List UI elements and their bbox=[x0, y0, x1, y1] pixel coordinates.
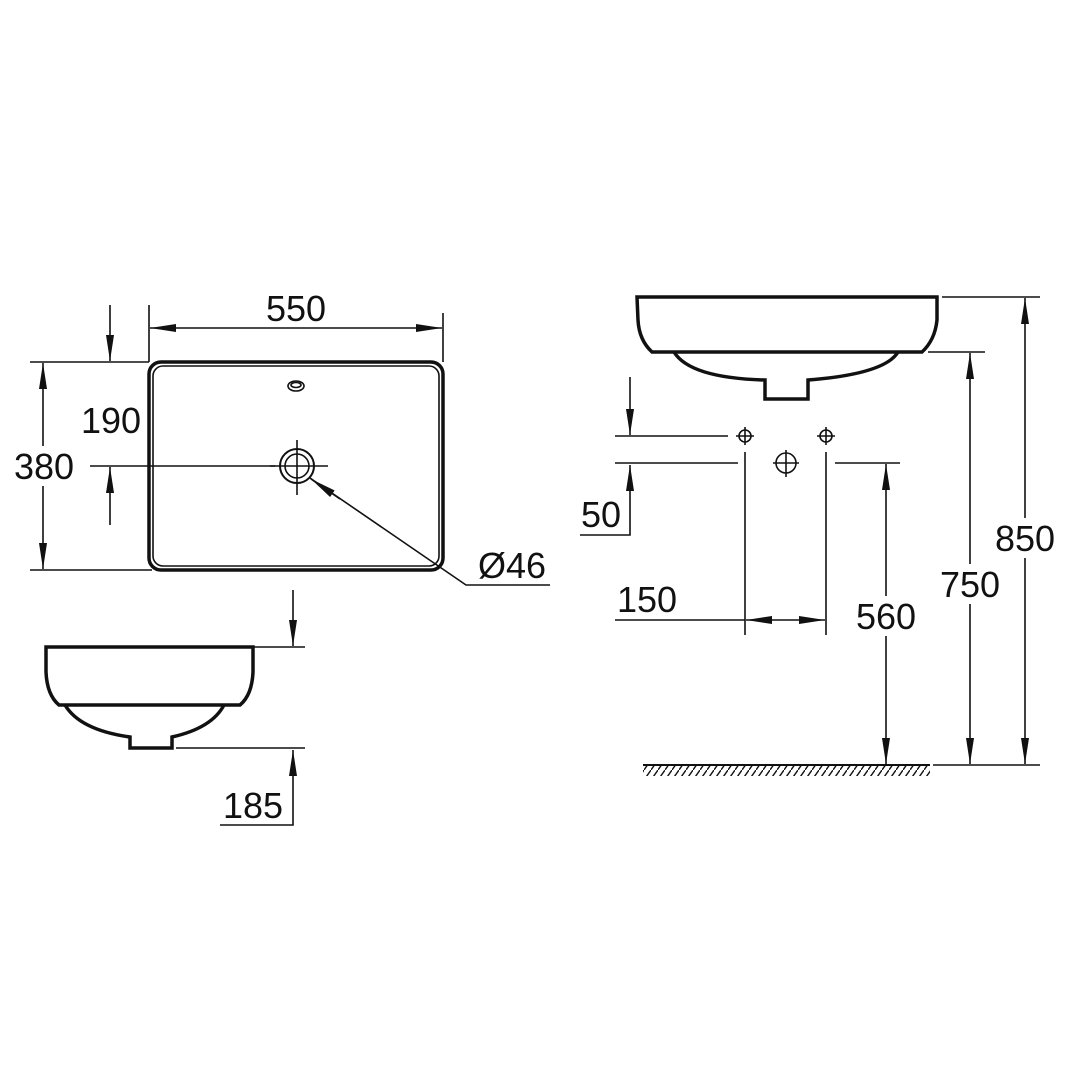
floor-hatching bbox=[643, 766, 930, 776]
side-view: 185 bbox=[44, 590, 305, 826]
dimension-depth-label: 380 bbox=[14, 446, 74, 487]
top-view: 550 380 190 Ø46 bbox=[8, 288, 550, 586]
dimension-height-label: 185 bbox=[223, 785, 283, 826]
tap-hole-icon bbox=[736, 427, 754, 445]
dimension-arrow-50-bottom bbox=[580, 465, 634, 536]
installation-view: 50 150 560 750 850 bbox=[580, 295, 1064, 776]
leader-line bbox=[309, 477, 550, 586]
dimension-tap-offset-label: 50 bbox=[581, 494, 621, 535]
leader-arrow bbox=[310, 478, 341, 500]
dimension-rim-height-label: 850 bbox=[995, 518, 1055, 559]
overflow-icon bbox=[287, 380, 305, 392]
dimension-waste-height-label: 560 bbox=[856, 596, 916, 637]
dimension-arrow-185-bottom bbox=[220, 750, 297, 826]
drain-icon bbox=[270, 440, 328, 495]
dimension-bowl-height-label: 750 bbox=[940, 564, 1000, 605]
basin-front-profile bbox=[635, 295, 939, 354]
drain-diameter-label: Ø46 bbox=[478, 545, 546, 586]
dimension-tap-spacing-label: 150 bbox=[617, 579, 677, 620]
dimension-drain-offset-label: 190 bbox=[81, 400, 141, 441]
waste-outlet-icon bbox=[773, 450, 799, 477]
tap-hole-icon bbox=[817, 427, 835, 445]
bowl-underside bbox=[63, 704, 226, 750]
overflow-inner bbox=[290, 381, 302, 389]
basin-profile bbox=[44, 645, 255, 707]
dimension-width-label: 550 bbox=[266, 288, 326, 329]
bowl-underside bbox=[672, 350, 900, 401]
